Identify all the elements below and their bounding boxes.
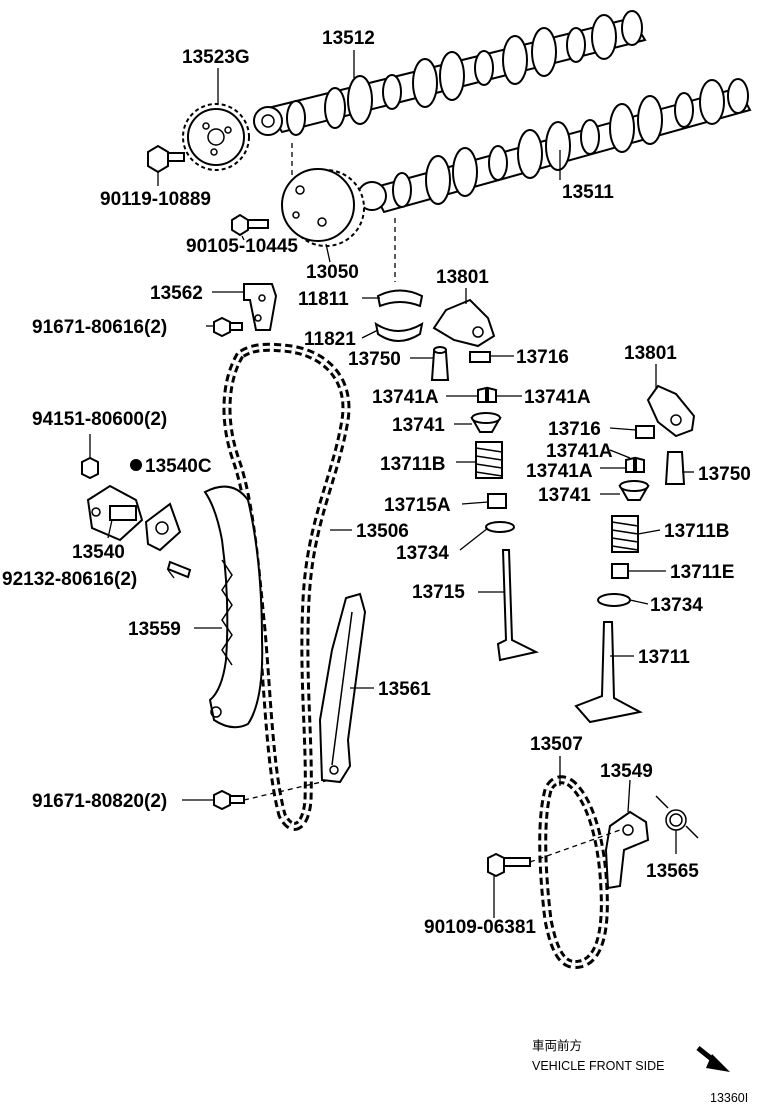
gasket-13540C [144,502,182,552]
label-13050: 13050 [306,262,359,283]
label-13540: 13540 [72,542,125,563]
rocker-arm-13801b [646,384,696,438]
vehicle-front-side-label: VEHICLE FRONT SIDE [532,1059,664,1073]
washer-13734 [485,521,515,533]
lash-adjuster-13750b [664,451,686,485]
camshaft-13512 [253,10,647,136]
label-13741-b: 13741 [538,485,591,506]
label-13549: 13549 [600,761,653,782]
label-13512: 13512 [322,28,375,49]
chain-guide-13561 [318,592,367,784]
label-11811: 11811 [298,289,349,310]
tensioner-arm-13549 [604,810,650,890]
washer-13734b [597,593,631,607]
label-13734-b: 13734 [650,595,703,616]
leader-lines [89,50,694,918]
seal-13711E [611,563,629,579]
lash-adjuster-13750 [430,346,450,381]
label-90119-10889: 90119-10889 [100,189,211,210]
label-13750-b: 13750 [698,464,751,485]
label-13716-b: 13716 [548,419,601,440]
vvt-gear-13050 [281,168,365,247]
bolt-91671-80820 [213,789,245,811]
label-13741A-4: 13741A [526,461,593,482]
seal-13715A [487,493,507,509]
label-13711: 13711 [638,647,690,668]
label-94151-80600: 94151-80600(2) [32,409,167,430]
camshaft-13511 [357,78,752,214]
tensioner-arm-13559 [203,485,264,729]
vehicle-front-japanese: 車両前方 [532,1038,582,1053]
pad-13716 [469,351,491,363]
label-13540C: 13540C [145,456,212,477]
label-90105-10445: 90105-10445 [186,236,298,257]
bolt-90109-06381 [487,852,531,878]
label-13562: 13562 [150,283,203,304]
keeper-13741A [477,386,497,403]
label-13711B-a: 13711B [380,454,446,475]
pad-13716b [635,425,655,439]
keeper-13741A-b [625,456,645,473]
label-13801-b: 13801 [624,343,677,364]
bearing-11821 [374,321,424,342]
retainer-13741b [618,480,650,501]
label-92132-80616: 92132-80616(2) [2,569,137,590]
label-13741-a: 13741 [392,415,445,436]
rocker-arm-13801 [432,298,496,348]
label-13734-a: 13734 [396,543,449,564]
bolt-90105-10445 [231,213,269,237]
label-90109-06381: 90109-06381 [424,917,536,938]
label-13507: 13507 [530,734,583,755]
stud-92132-80616 [166,560,192,579]
label-13750-a: 13750 [348,349,401,370]
label-13715A: 13715A [384,495,451,516]
label-91671-80616: 91671-80616(2) [32,317,167,338]
label-13511: 13511 [562,182,614,203]
valve-13715 [496,549,539,662]
nut-94151-80600 [81,456,99,480]
spring-13565 [655,795,699,839]
label-13716-a: 13716 [516,347,569,368]
spring-13711B-b [611,515,639,553]
label-13711E: 13711E [670,562,734,583]
chain-guide-13562 [243,283,278,331]
retainer-13741 [470,412,502,433]
bolt-91671-80616 [213,316,243,338]
marker-dot [130,459,142,471]
label-13565: 13565 [646,861,699,882]
label-11821: 11821 [304,329,356,350]
bearing-11811 [376,289,424,308]
label-13559: 13559 [128,619,181,640]
label-13741A-1: 13741A [372,387,439,408]
label-13801-a: 13801 [436,267,489,288]
tensioner-13540 [86,484,144,542]
label-13523G: 13523G [182,47,250,68]
bolt-90119-10889 [147,144,185,174]
label-91671-80820: 91671-80820(2) [32,791,167,812]
label-13561: 13561 [378,679,431,700]
valve-13711 [574,621,643,724]
spring-13711B [475,441,503,479]
label-13715: 13715 [412,582,465,603]
label-13741A-2: 13741A [524,387,591,408]
oil-pump-chain-13507 [538,775,609,970]
label-13506: 13506 [356,521,409,542]
front-direction-arrow-icon [696,1046,730,1072]
label-13741A-3: 13741A [546,441,613,462]
cam-sprocket-13523G [182,103,250,171]
figure-id: 13360I [710,1091,748,1105]
label-13711B-b: 13711B [664,521,730,542]
